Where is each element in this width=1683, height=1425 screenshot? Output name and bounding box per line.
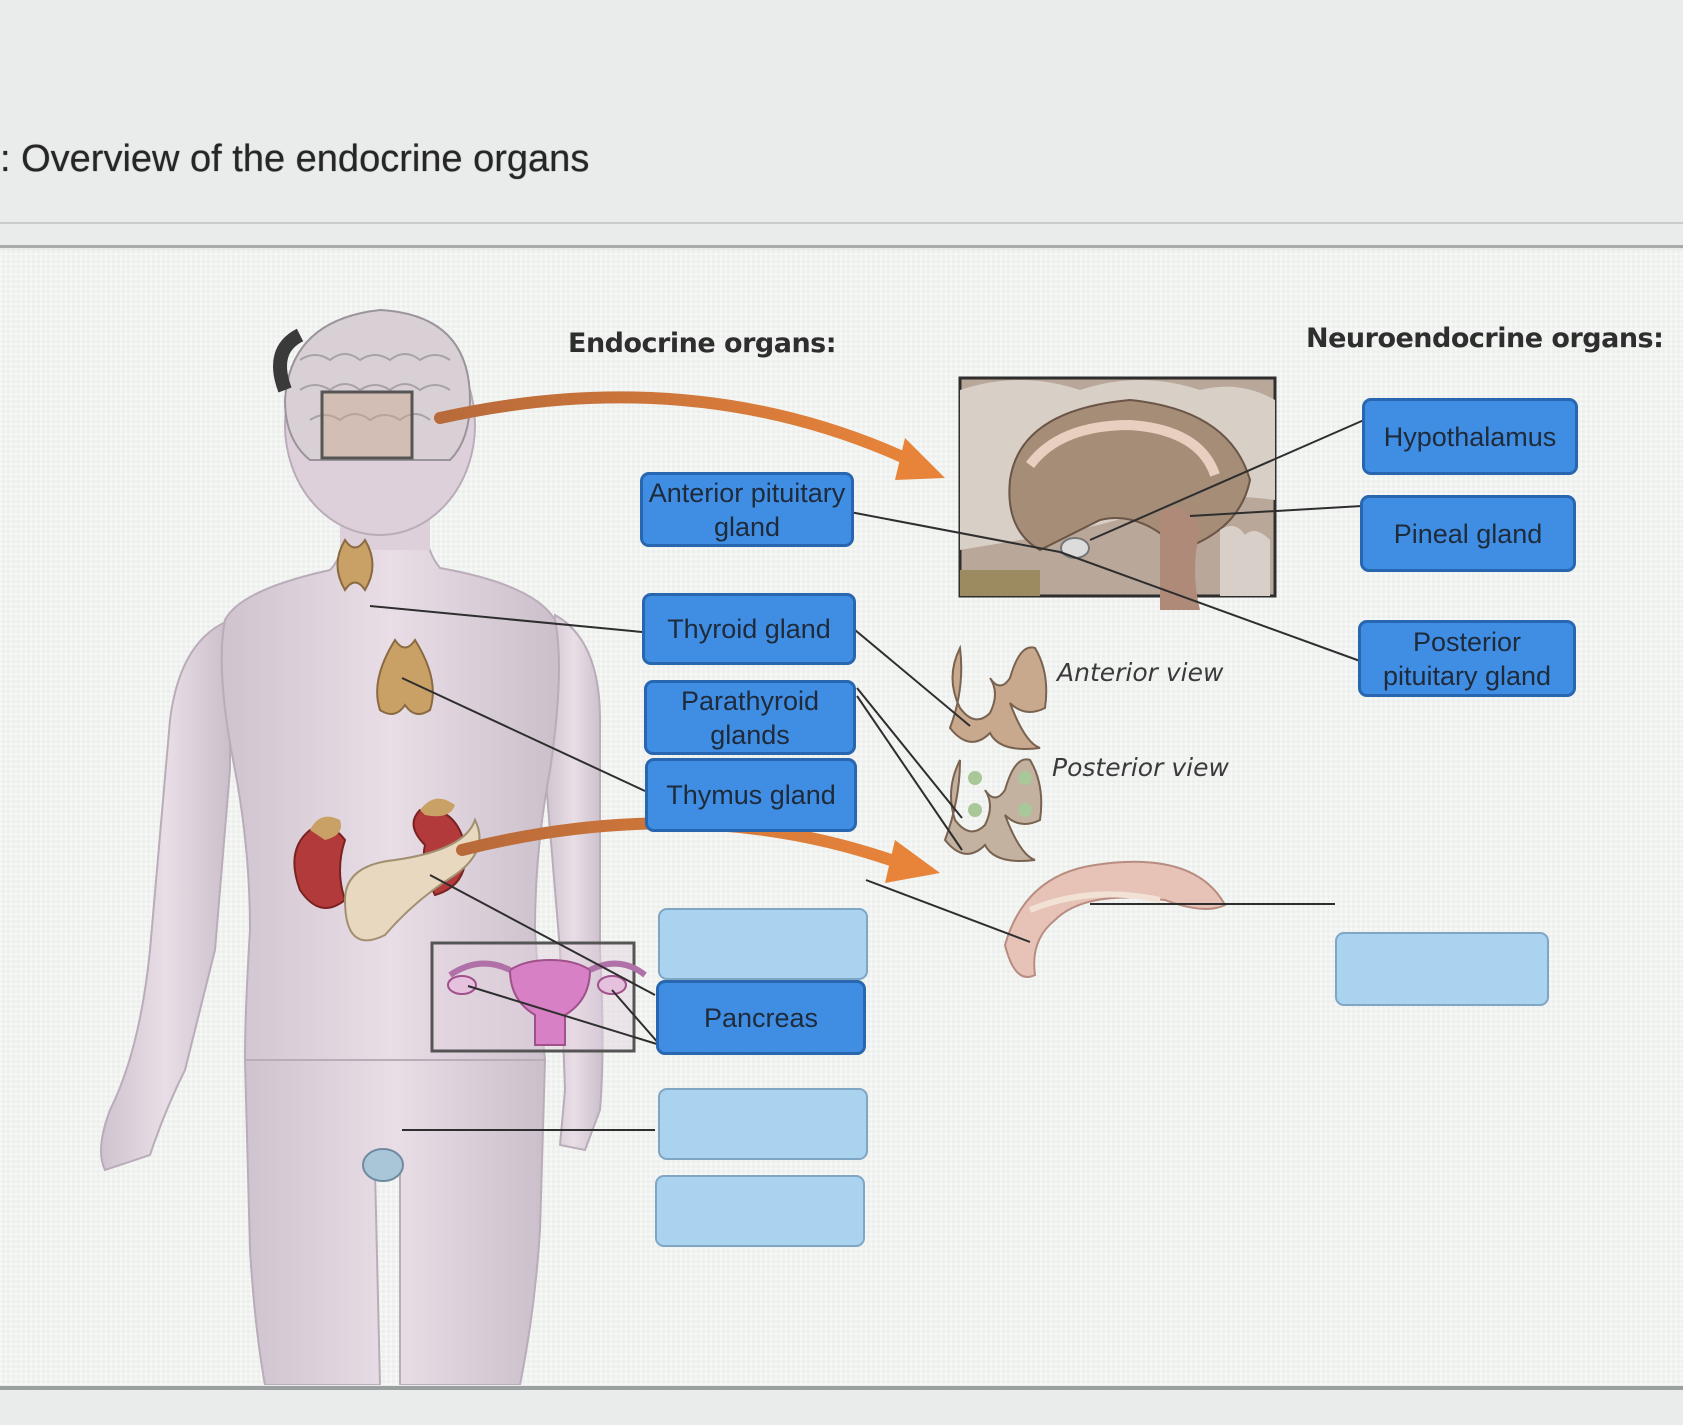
label-pineal[interactable]: Pineal gland <box>1360 495 1576 572</box>
label-parathyroid[interactable]: Parathyroid glands <box>644 680 856 755</box>
title-divider <box>0 222 1683 224</box>
page-title: : Overview of the endocrine organs <box>0 138 590 180</box>
endocrine-diagram <box>100 308 1365 1385</box>
leader-thyroid-anterior <box>854 629 971 727</box>
leader-anterior-pituitary <box>849 511 1061 553</box>
anterior-view-label: Anterior view <box>1057 658 1224 687</box>
activity-top-border <box>0 245 1683 248</box>
leader-thymus <box>401 677 646 792</box>
label-anterior-pituitary[interactable]: Anterior pituitary gland <box>640 472 854 547</box>
leader-posterior-pituitary <box>1059 551 1361 662</box>
leader-hypothalamus <box>1089 419 1365 541</box>
thyroid-posterior-view <box>943 758 1043 862</box>
drop-target-adrenal[interactable] <box>658 908 868 980</box>
label-thymus[interactable]: Thymus gland <box>645 758 857 832</box>
label-hypothalamus[interactable]: Hypothalamus <box>1362 398 1578 475</box>
pancreas-detail <box>1003 860 1227 978</box>
leader-thyroid <box>369 605 643 633</box>
leader-ovaries-2 <box>611 989 661 1046</box>
brain-arrow <box>434 391 926 471</box>
drop-target-ovaries[interactable] <box>658 1088 868 1160</box>
label-posterior-pituitary[interactable]: Posterior pituitary gland <box>1358 620 1576 697</box>
leader-ovaries <box>467 985 661 1046</box>
posterior-view-label: Posterior view <box>1052 753 1229 782</box>
leader-pancreas-detail <box>865 879 1031 943</box>
label-thyroid[interactable]: Thyroid gland <box>642 593 856 665</box>
thyroid-anterior-view <box>948 644 1048 750</box>
drop-target-neuroendocrine-pancreas[interactable] <box>1335 932 1549 1006</box>
activity-bottom-border <box>0 1386 1683 1390</box>
endocrine-heading: Endocrine organs: <box>568 328 837 359</box>
leader-pancreas <box>429 874 656 996</box>
brain-arrowhead <box>895 438 945 480</box>
human-body-figure <box>100 308 647 1385</box>
pancreas-arrowhead <box>885 840 940 883</box>
leader-lines <box>369 419 1365 1131</box>
label-pancreas[interactable]: Pancreas <box>656 980 866 1055</box>
labeling-activity: Endocrine organs: Neuroendocrine organs:… <box>0 250 1683 1385</box>
leader-parathyroid-2 <box>856 695 963 851</box>
leader-pineal <box>1189 505 1363 517</box>
brain-section-inset <box>958 376 1277 610</box>
leader-parathyroid-1 <box>856 687 963 819</box>
drop-target-testes[interactable] <box>655 1175 865 1247</box>
neuroendocrine-heading: Neuroendocrine organs: <box>1306 323 1664 354</box>
